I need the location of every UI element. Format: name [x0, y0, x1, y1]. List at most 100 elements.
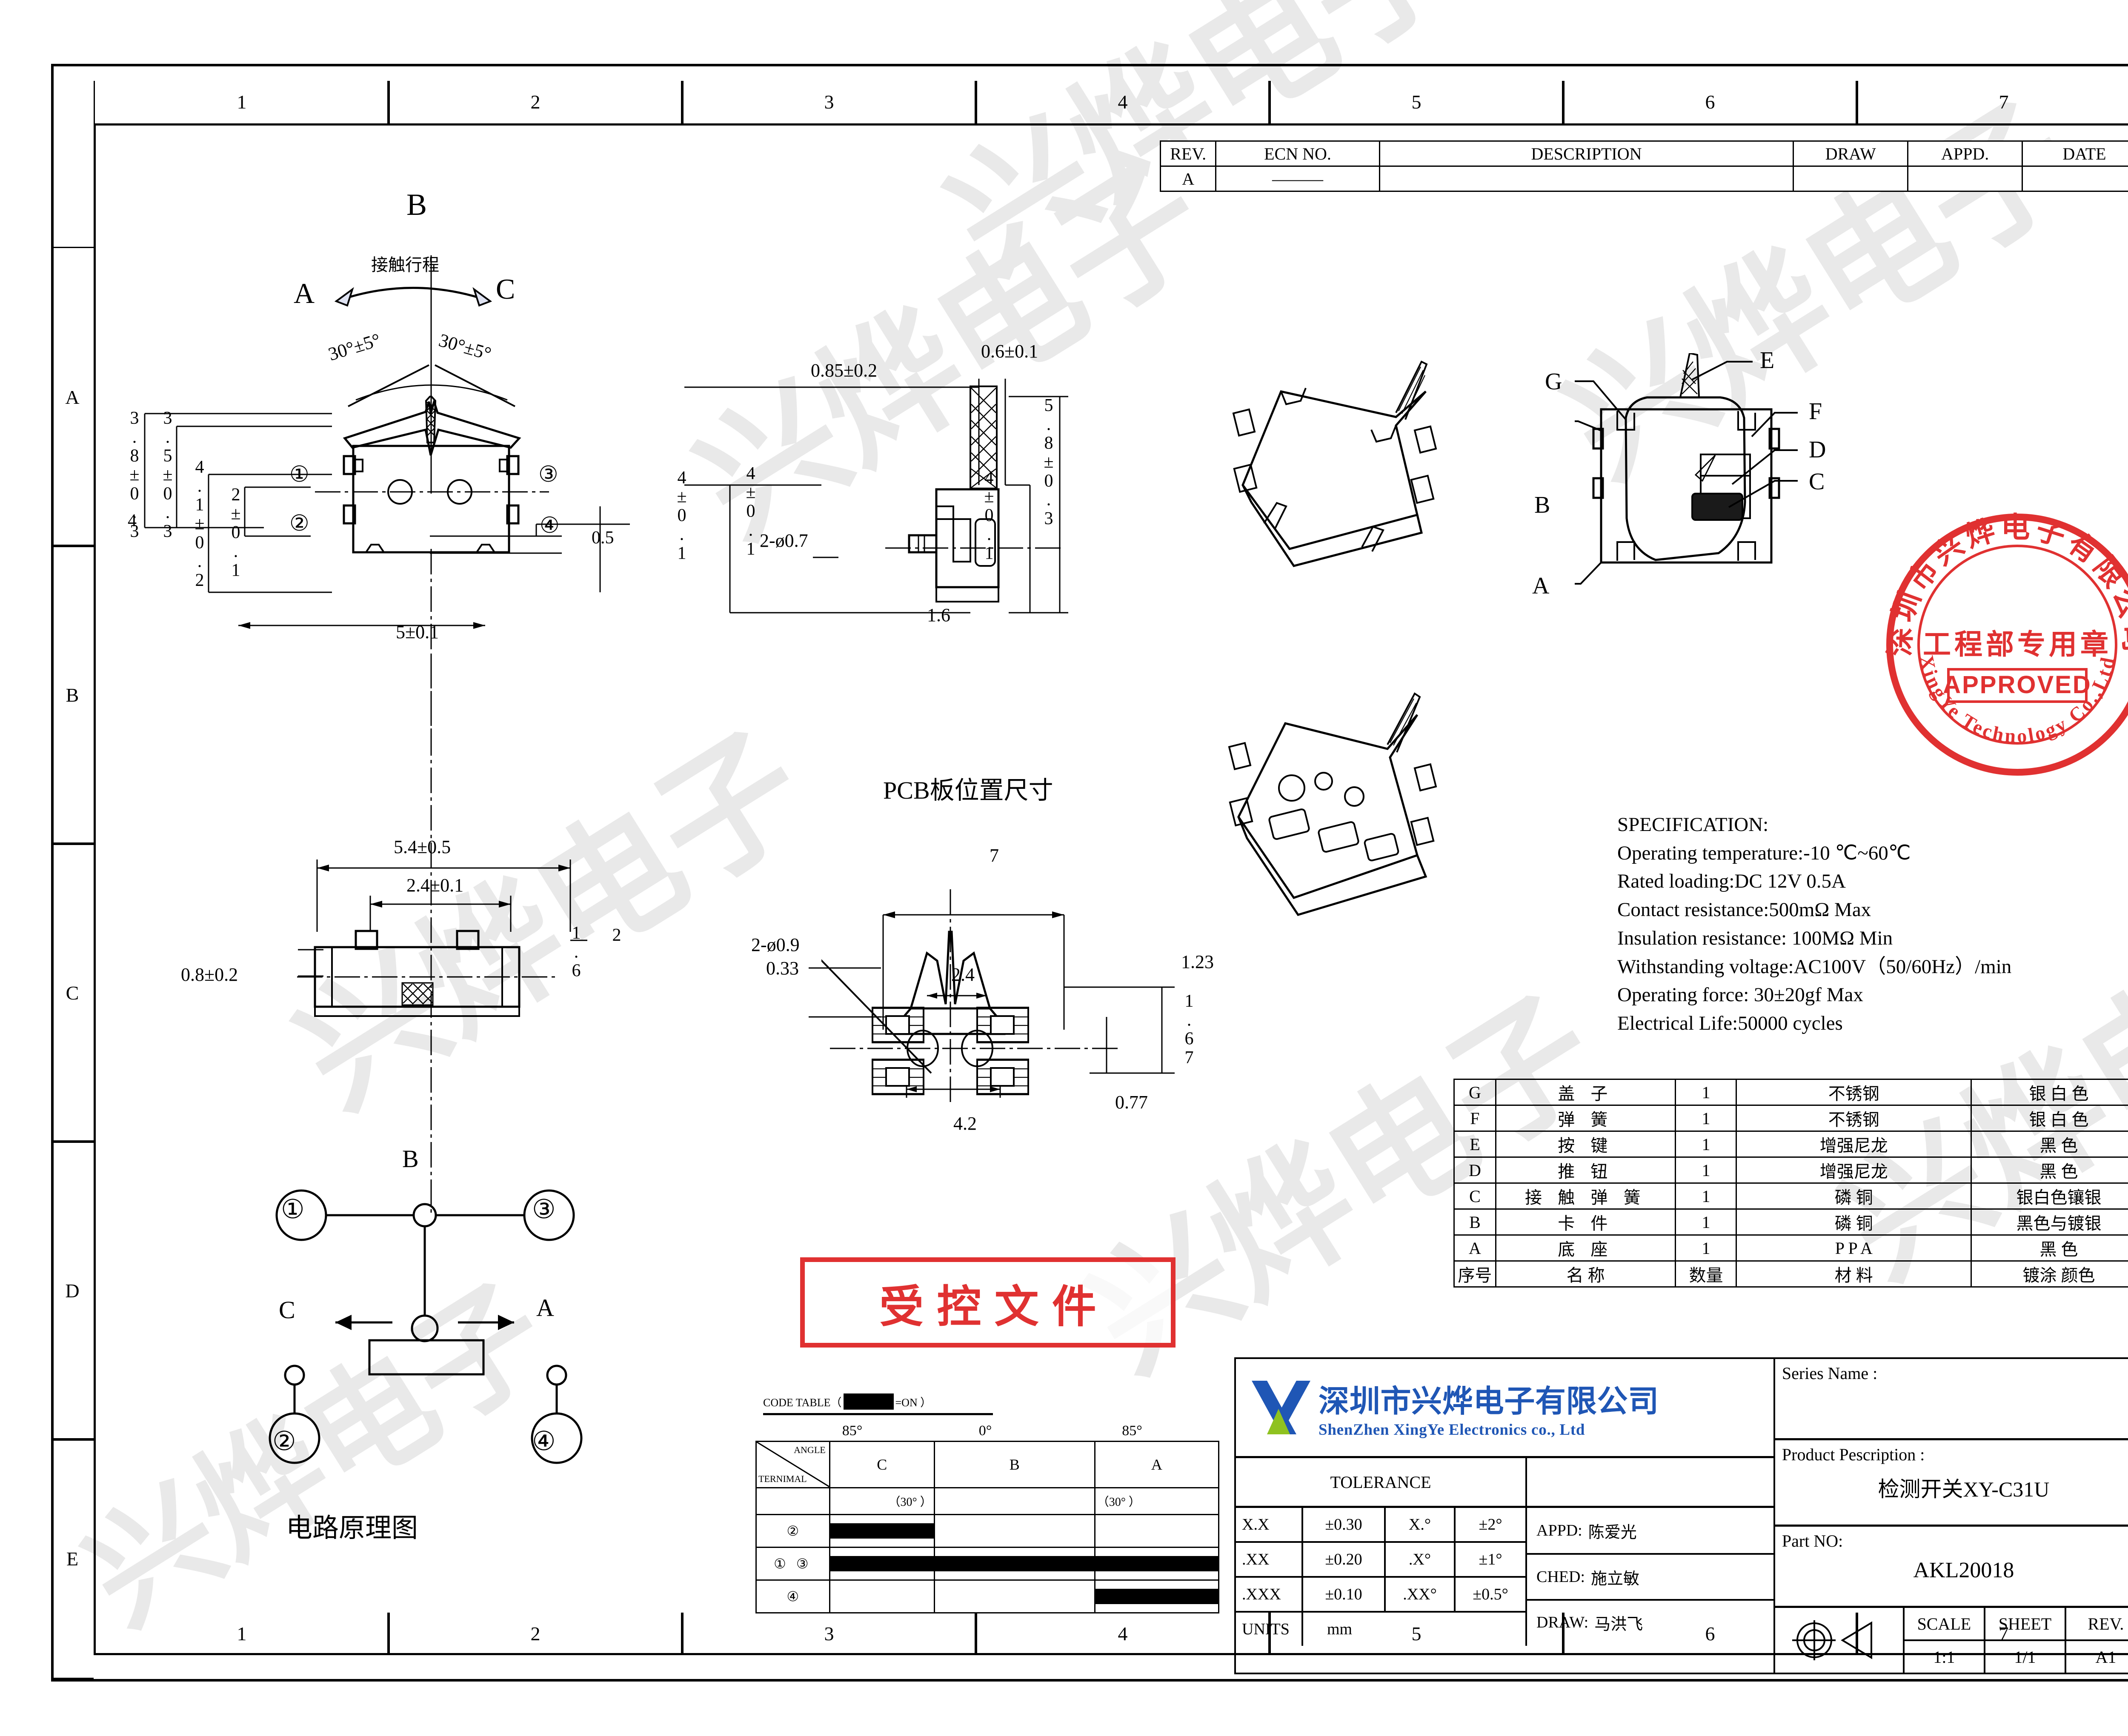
bom-material: 磷 铜: [1736, 1208, 1972, 1236]
code-table-sub-blank: [755, 1487, 830, 1515]
front-pin-4: ④: [540, 514, 560, 538]
revision-header-ecn: ECN NO.: [1215, 140, 1380, 167]
zone-top-1: 1: [94, 81, 390, 123]
table-row: A 底 座 1 P P A 黑 色: [1453, 1234, 2128, 1262]
table-row: .XX ±0.20 .X° ±1°: [1236, 1543, 1525, 1578]
table-row: E 按 键 1 增强尼龙 黑 色: [1453, 1131, 2128, 1158]
draw-label: DRAW:: [1536, 1613, 1589, 1631]
approver-row: APPD: 陈爱光: [1527, 1508, 1773, 1555]
front-dim-5: 5±0.1: [396, 622, 439, 642]
tolerance-value-2: ±0.20: [1303, 1543, 1386, 1576]
bom-item: F: [1453, 1105, 1496, 1132]
bom-qty: 1: [1675, 1105, 1737, 1132]
zone-top-5: 5: [1268, 81, 1565, 123]
code-table-sub-B: [933, 1487, 1095, 1515]
callout-label-B: B: [1534, 492, 1550, 518]
revision-cell-rev: A: [1159, 166, 1217, 192]
table-row: ②: [755, 1514, 1220, 1548]
code-table-caption-prefix: CODE TABLE（: [763, 1396, 842, 1409]
zone-bottom-5: 5: [1268, 1613, 1565, 1655]
bom-finish: 黑 色: [1971, 1156, 2128, 1184]
drawing-sheet-border: [51, 64, 2128, 1682]
schematic-terminal-4: ④: [532, 1427, 556, 1456]
tolerance-key-2: .XX: [1236, 1543, 1303, 1576]
bom-finish: 银 白 色: [1971, 1105, 2128, 1132]
front-dim-4-1: 4.1±0.2: [190, 457, 209, 590]
part-number-value: AKL20018: [1913, 1558, 2014, 1582]
approval-stamp-bottom-text: XingYe Technology Co.,Ltd: [1916, 653, 2117, 747]
callout-label-E: E: [1760, 347, 1775, 374]
front-view-travel-label: 接触行程: [371, 255, 439, 274]
front-pin-3: ③: [538, 463, 558, 487]
bom-item: G: [1453, 1079, 1496, 1106]
company-name-en: ShenZhen XingYe Electronics co., Ltd: [1319, 1421, 1585, 1439]
callout-label-A: A: [1532, 573, 1550, 599]
sheet-meta-value-row: 1:1 1/1 A1: [1905, 1641, 2128, 1673]
schematic-terminal-2: ②: [272, 1427, 296, 1456]
bom-material: 增强尼龙: [1736, 1156, 1972, 1184]
side-dimension-lines: [684, 379, 1068, 614]
code-table-subheader-row: （30° ） （30° ）: [755, 1487, 1220, 1515]
schematic-label-C: C: [279, 1296, 295, 1324]
bom-material: 不锈钢: [1736, 1079, 1972, 1106]
table-row: B 卡 件 1 磷 铜 黑色与镀银: [1453, 1208, 2128, 1236]
bom-header-row: 序号 名 称 数量 材 料 镀涂 颜色: [1453, 1260, 2128, 1288]
appd-value: 陈爱光: [1588, 1523, 1637, 1542]
approval-stamp: 深圳市兴烨电子有限公司 XingYe Technology Co.,Ltd 工程…: [1883, 511, 2128, 776]
bom-qty: 1: [1675, 1079, 1737, 1106]
pcb-dim-0-77: 0.77: [1115, 1092, 1148, 1113]
side-hole-callout: 2-ø0.7: [760, 530, 808, 551]
table-row: X.X ±0.30 X.° ±2°: [1236, 1508, 1525, 1543]
table-row: G 盖 子 1 不锈钢 银 白 色: [1453, 1079, 2128, 1106]
zone-bottom-1: 1: [94, 1613, 390, 1655]
callout-label-G: G: [1545, 368, 1562, 395]
side-dim-4-right: 4±0.1: [979, 468, 999, 562]
pcb-dim-4-2: 4.2: [953, 1113, 977, 1134]
revision-cell-draw: [1793, 166, 1909, 192]
approval-stamp-center-text: 工程部专用章: [1923, 628, 2112, 661]
sheet-value: 1/1: [1985, 1641, 2066, 1673]
callout-label-C: C: [1809, 468, 1825, 495]
specification-line: Withstanding voltage:AC100V（50/60Hz）/min: [1617, 955, 2012, 978]
table-row: D 推 钮 1 增强尼龙 黑 色: [1453, 1156, 2128, 1184]
code-table-terminal-1-3: ① ③: [755, 1547, 830, 1581]
bom-material: P P A: [1736, 1234, 1972, 1262]
tolerance-heading-spacer: [1527, 1458, 1773, 1506]
callout-view-body: [1575, 353, 1798, 585]
bottom-dimension-lines: [298, 859, 587, 977]
code-table-bar-cell: [933, 1514, 1095, 1548]
ched-value: 施立敏: [1591, 1570, 1640, 1588]
sheet-meta-header-row: SCALE SHEET REV.: [1904, 1608, 2128, 1641]
code-table-angle-A: 85°: [1122, 1423, 1142, 1439]
product-description-value: 检测开关XY-C31U: [1878, 1477, 2050, 1501]
schematic-diagram: [269, 1189, 583, 1464]
bom-qty: 1: [1675, 1131, 1737, 1158]
code-table-on-bar: [830, 1523, 934, 1539]
company-logo-icon: [1252, 1381, 1310, 1434]
bom-finish: 黑 色: [1971, 1234, 2128, 1262]
revision-header-row: REV. ECN NO. DESCRIPTION DRAW APPD. DATE: [1159, 140, 2128, 167]
callout-label-F: F: [1809, 398, 1822, 425]
specification-block: SPECIFICATION: Operating temperature:-10…: [1617, 811, 2128, 1038]
code-table-bar-cell: [829, 1547, 935, 1581]
angle-arc-lines: [348, 364, 515, 407]
front-view-label-B: B: [406, 188, 427, 222]
appd-label: APPD:: [1536, 1522, 1582, 1539]
table-row: UNITS mm: [1236, 1613, 1525, 1646]
approval-stamp-approved-text: APPROVED: [1943, 671, 2092, 699]
series-name-label: Series Name :: [1782, 1364, 1878, 1383]
table-row: ① ③: [755, 1547, 1220, 1581]
zone-bottom-6: 6: [1562, 1613, 1858, 1655]
revision-header-appd: APPD.: [1907, 140, 2023, 167]
side-view-body: [885, 385, 1064, 602]
bom-qty: 1: [1675, 1182, 1737, 1210]
ched-label: CHED:: [1536, 1568, 1585, 1586]
bottom-dim-1-6: 1.6: [566, 923, 586, 980]
drawing-rev-label: REV.: [2088, 1614, 2124, 1633]
code-table-bar-cell: [1094, 1579, 1220, 1613]
bottom-dim-2-4: 2.4±0.1: [406, 875, 464, 896]
bom-item: B: [1453, 1208, 1496, 1236]
code-table-angle-row: 85° 0° 85°: [798, 1423, 1221, 1439]
table-row: F 弹 簧 1 不锈钢 银 白 色: [1453, 1105, 2128, 1132]
controlled-document-text: 受控文件: [879, 1280, 1110, 1333]
